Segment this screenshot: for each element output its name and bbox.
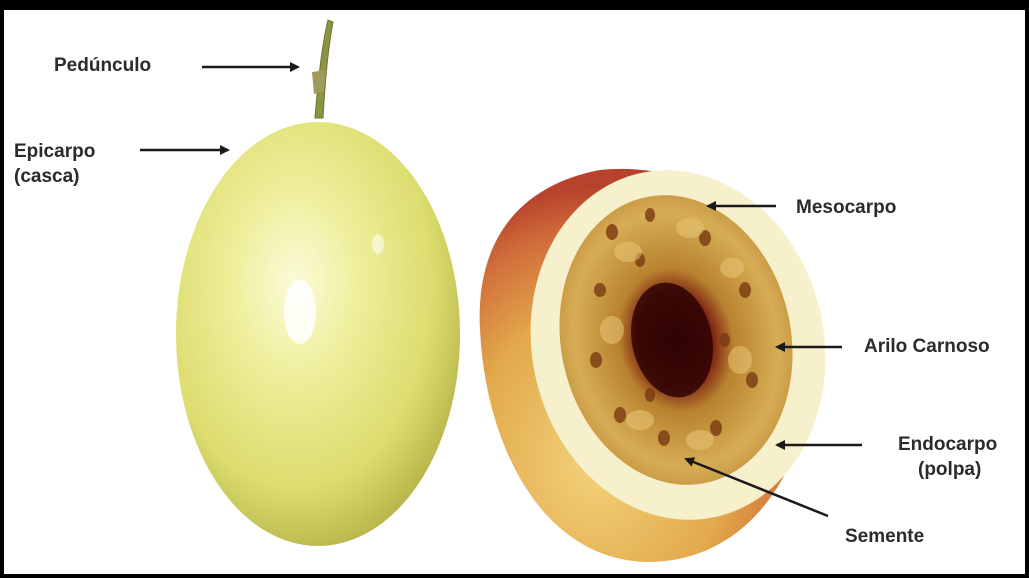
skin-highlight [284, 280, 316, 344]
whole-fruit [176, 20, 460, 546]
label-peduncle: Pedúnculo [54, 54, 151, 78]
peduncle-joint [312, 70, 326, 94]
label-epicarp-note: (casca) [14, 165, 80, 189]
label-mesocarp: Mesocarpo [796, 196, 896, 220]
epicarp-skin [176, 122, 460, 546]
peduncle-stem [315, 20, 333, 118]
label-aril: Arilo Carnoso [864, 335, 990, 359]
label-endocarp: Endocarpo [898, 433, 997, 457]
skin-highlight-small [372, 234, 384, 254]
label-epicarp: Epicarpo [14, 140, 95, 164]
label-endocarp-note: (polpa) [918, 458, 981, 482]
label-seed: Semente [845, 525, 924, 549]
